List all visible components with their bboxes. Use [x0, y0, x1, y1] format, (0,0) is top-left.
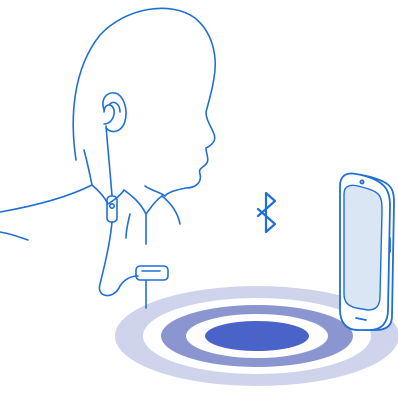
shirt-collar-right: [124, 190, 162, 214]
head-outline: [73, 8, 215, 196]
signal-ring-core: [205, 321, 309, 351]
phone-screen: [344, 185, 382, 310]
headset-icon: [99, 105, 168, 308]
smartphone-icon: [340, 174, 394, 331]
jaw-outline: [145, 186, 165, 196]
inline-control-button: [110, 204, 114, 208]
shoulder-left: [0, 185, 92, 212]
earbud: [104, 105, 114, 124]
bluetooth-receiver: [136, 266, 168, 280]
earbud-cable-lower: [99, 222, 138, 296]
arm-left-line: [0, 232, 28, 240]
neck-back: [84, 150, 92, 185]
bluetooth-rune: [258, 193, 275, 232]
shirt-pocket-line: [126, 214, 130, 238]
earbud-cable-upper: [106, 126, 112, 196]
ear-inner: [110, 102, 120, 112]
bluetooth-icon: [258, 193, 275, 232]
shirt-collar-left: [92, 185, 124, 204]
shoulder-right: [162, 196, 180, 224]
